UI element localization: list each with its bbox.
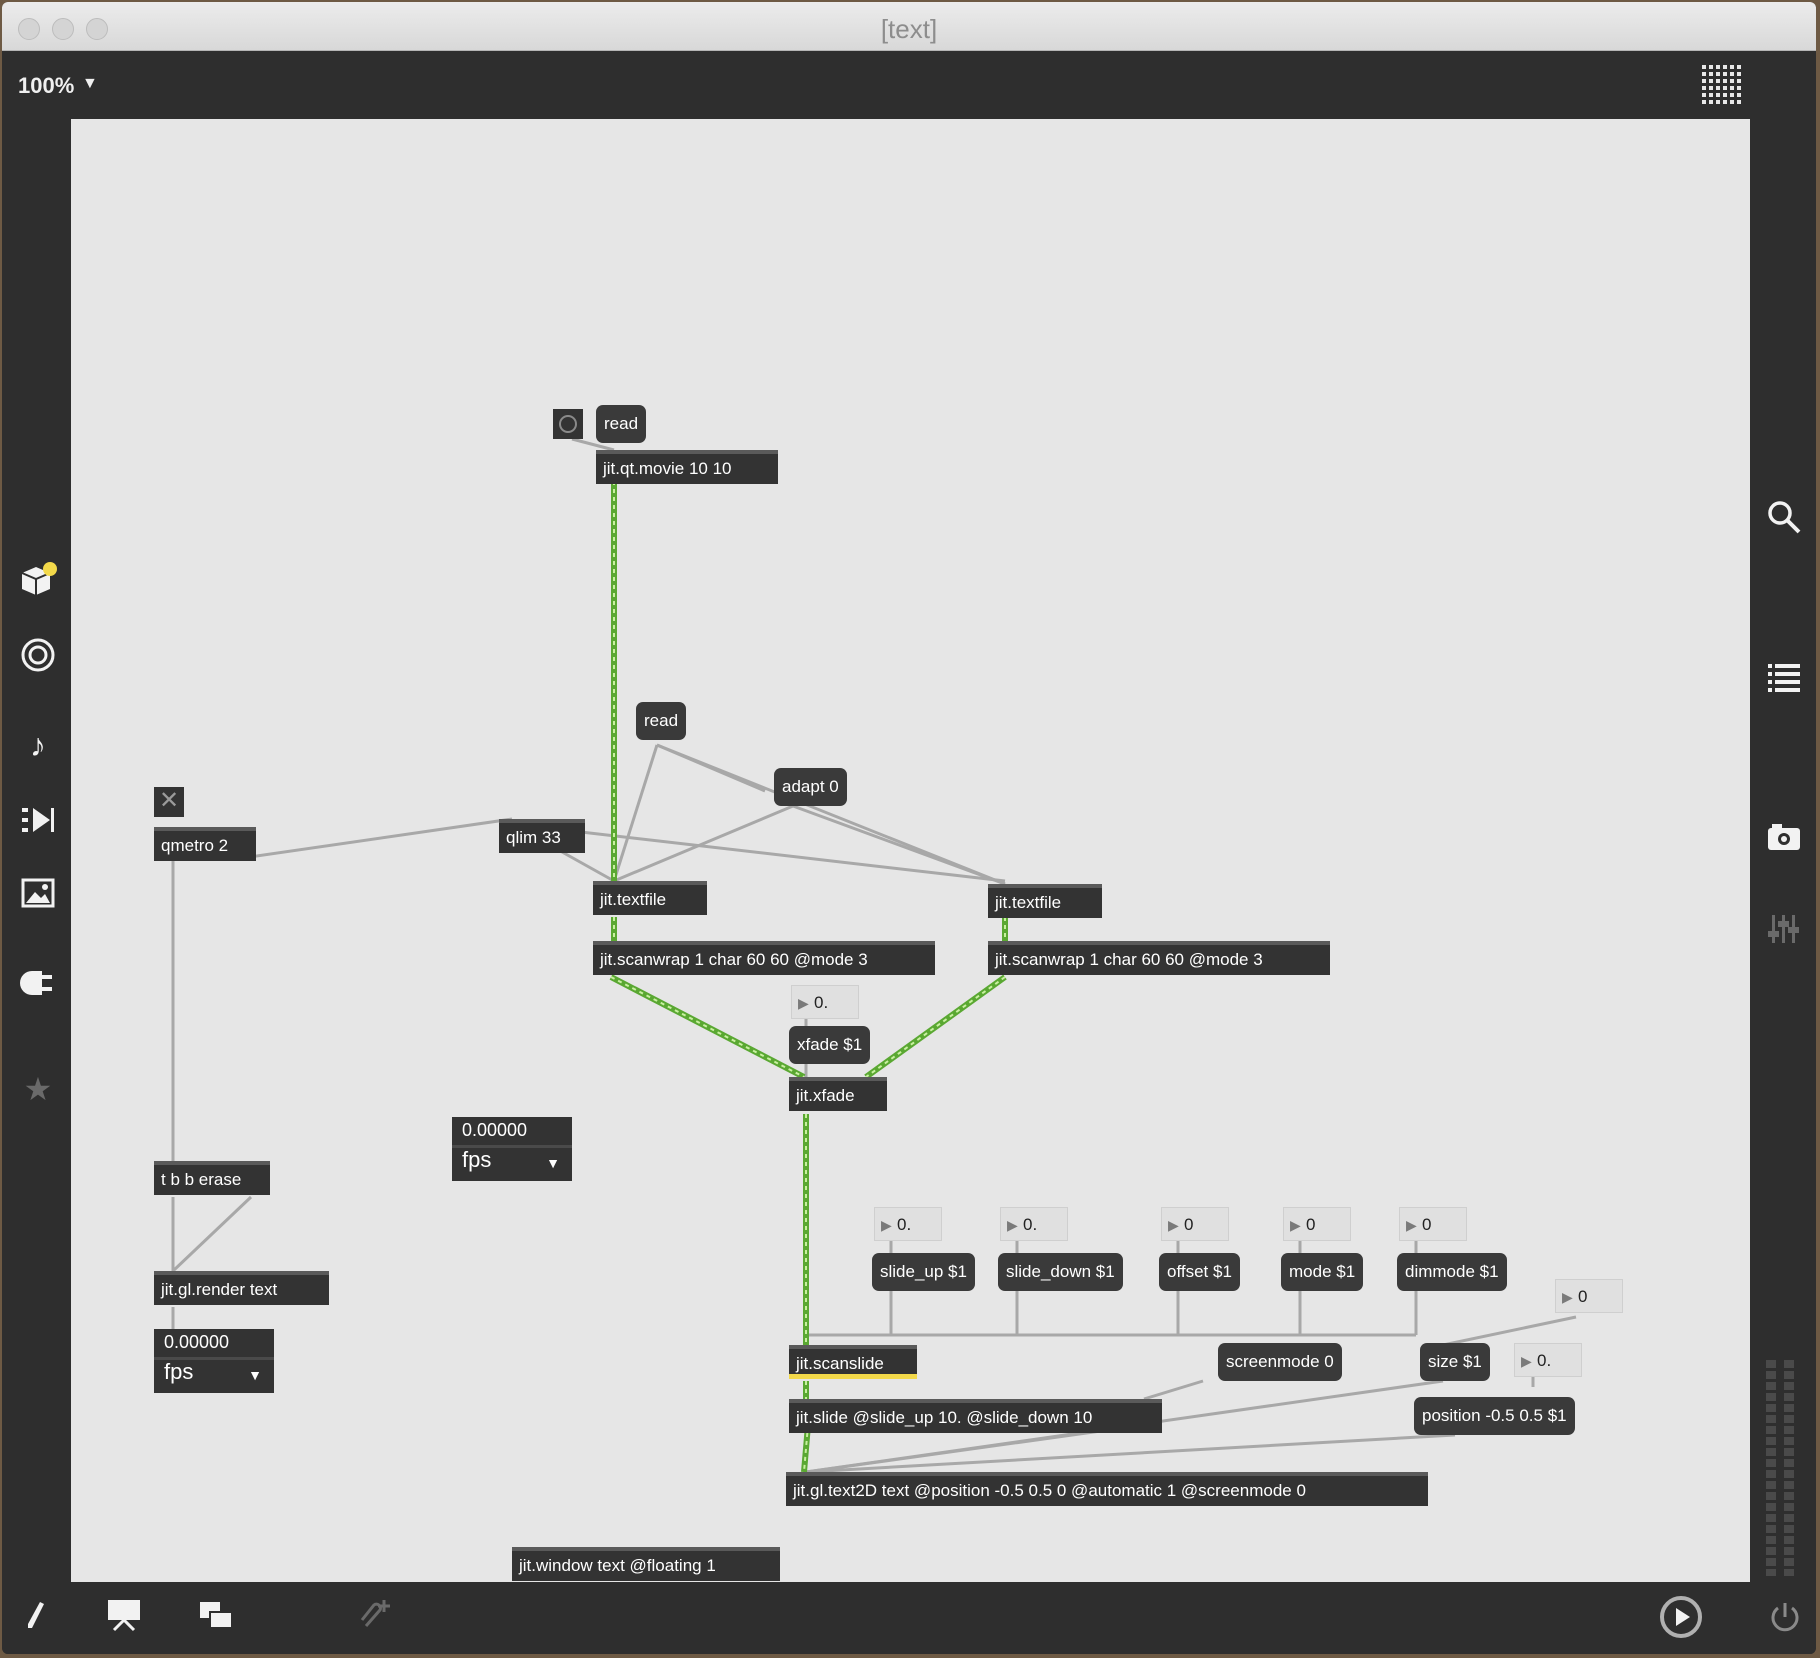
zoom-level[interactable]: 100% xyxy=(18,73,75,98)
dimmode-number-box[interactable]: ▶0 xyxy=(1399,1207,1467,1241)
number-arrow-icon: ▶ xyxy=(1406,1217,1417,1233)
cube-icon[interactable] xyxy=(8,558,68,604)
top-toolbar: 100% ▼ xyxy=(2,51,1816,119)
fps-separator xyxy=(154,1357,274,1360)
jit-scanslide-object[interactable]: jit.scanslide xyxy=(789,1345,917,1379)
number-value: 0. xyxy=(814,993,829,1012)
music-note-icon[interactable]: ♪ xyxy=(30,726,46,763)
dropdown-arrow-icon[interactable]: ▼ xyxy=(546,1155,560,1171)
video-clip-icon[interactable] xyxy=(8,797,68,843)
image-icon[interactable] xyxy=(8,870,68,916)
zoom-dropdown-icon[interactable]: ▼ xyxy=(82,75,98,92)
grid-toggle-icon[interactable] xyxy=(1702,65,1744,107)
dropdown-arrow-icon[interactable]: ▼ xyxy=(248,1367,262,1383)
qlim-object[interactable]: qlim 33 xyxy=(499,819,585,853)
number-arrow-icon: ▶ xyxy=(1007,1217,1018,1233)
number-value: 0. xyxy=(897,1215,912,1234)
size-message[interactable]: size $1 xyxy=(1420,1343,1490,1381)
number-value: 0 xyxy=(1306,1215,1316,1234)
slide-down-number-box[interactable]: ▶ 0. xyxy=(1000,1207,1068,1241)
star-icon[interactable]: ★ xyxy=(23,1071,53,1107)
offset-message[interactable]: offset $1 xyxy=(1159,1253,1240,1291)
camera-icon[interactable] xyxy=(1754,814,1814,860)
xfade-message[interactable]: xfade $1 xyxy=(789,1026,871,1064)
size-number-box[interactable]: ▶0 xyxy=(1555,1279,1623,1313)
search-icon[interactable] xyxy=(1754,494,1814,540)
number-arrow-icon: ▶ xyxy=(1562,1289,1573,1305)
number-arrow-icon: ▶ xyxy=(1290,1217,1301,1233)
jit-gl-text2d-object[interactable]: jit.gl.text2D text @position -0.5 0.5 0 … xyxy=(786,1472,1428,1506)
minimize-window-button[interactable] xyxy=(52,18,74,40)
trigger-object[interactable]: t b b erase xyxy=(154,1161,270,1195)
window-title: [text] xyxy=(880,14,938,44)
level-meter-right xyxy=(1784,1360,1794,1576)
mode-message[interactable]: mode $1 xyxy=(1281,1253,1364,1291)
patcher-canvas[interactable]: read jit.qt.movie 10 10 read adapt 0 ✕ q… xyxy=(71,119,1750,1582)
fps-value: 0.00000 xyxy=(462,1120,528,1140)
read-message-mid[interactable]: read xyxy=(636,702,687,740)
position-message[interactable]: position -0.5 0.5 $1 xyxy=(1414,1397,1575,1435)
target-icon[interactable] xyxy=(8,632,68,678)
offset-number-box[interactable]: ▶0 xyxy=(1161,1207,1229,1241)
windows-icon[interactable] xyxy=(198,1598,234,1640)
edit-pencil-icon[interactable] xyxy=(24,1600,48,1638)
number-value: 0 xyxy=(1184,1215,1194,1234)
jit-scanwrap-object-right[interactable]: jit.scanwrap 1 char 60 60 @mode 3 xyxy=(988,941,1330,975)
number-arrow-icon: ▶ xyxy=(881,1217,892,1233)
presentation-icon[interactable] xyxy=(106,1598,142,1640)
zoom-window-button[interactable] xyxy=(86,18,108,40)
bottom-toolbar xyxy=(2,1582,1816,1654)
number-arrow-icon: ▶ xyxy=(798,995,809,1011)
read-message-top[interactable]: read xyxy=(596,405,647,443)
plug-icon[interactable] xyxy=(8,960,68,1006)
number-arrow-icon: ▶ xyxy=(1168,1217,1179,1233)
jit-textfile-object-left[interactable]: jit.textfile xyxy=(593,881,707,915)
title-bar[interactable]: [text] xyxy=(2,2,1816,51)
jit-window-object[interactable]: jit.window text @floating 1 xyxy=(512,1547,780,1581)
position-number-box[interactable]: ▶ 0. xyxy=(1514,1343,1582,1377)
fps-meter-2[interactable]: 0.00000 fps ▼ xyxy=(154,1329,274,1393)
slide-down-message[interactable]: slide_down $1 xyxy=(998,1253,1123,1291)
fps-meter-1[interactable]: 0.00000 fps ▼ xyxy=(452,1117,572,1181)
slide-up-number-box[interactable]: ▶ 0. xyxy=(874,1207,942,1241)
jit-gl-render-object[interactable]: jit.gl.render text xyxy=(154,1271,329,1305)
screenmode-message[interactable]: screenmode 0 xyxy=(1218,1343,1342,1381)
number-value: 0. xyxy=(1023,1215,1038,1234)
level-meter-left xyxy=(1766,1360,1776,1576)
jit-scanwrap-object-left[interactable]: jit.scanwrap 1 char 60 60 @mode 3 xyxy=(593,941,935,975)
qmetro-object[interactable]: qmetro 2 xyxy=(154,827,256,861)
mixer-icon[interactable] xyxy=(1754,906,1814,952)
xfade-number-box[interactable]: ▶ 0. xyxy=(791,985,859,1019)
adapt-message[interactable]: adapt 0 xyxy=(774,768,847,806)
number-value: 0. xyxy=(1537,1351,1552,1370)
bang-button[interactable] xyxy=(553,409,583,439)
close-window-button[interactable] xyxy=(18,18,40,40)
jit-qt-movie-object[interactable]: jit.qt.movie 10 10 xyxy=(596,450,778,484)
number-arrow-icon: ▶ xyxy=(1521,1353,1532,1369)
metro-toggle[interactable]: ✕ xyxy=(154,787,184,817)
number-value: 0 xyxy=(1422,1215,1432,1234)
fps-unit: fps xyxy=(462,1147,492,1172)
paperclip-add-icon[interactable] xyxy=(358,1598,394,1640)
mode-number-box[interactable]: ▶0 xyxy=(1283,1207,1351,1241)
matrix-cords xyxy=(609,481,1008,1473)
power-icon[interactable] xyxy=(1768,1600,1802,1642)
dimmode-message[interactable]: dimmode $1 xyxy=(1397,1253,1507,1291)
slide-up-message[interactable]: slide_up $1 xyxy=(872,1253,975,1291)
fps-value: 0.00000 xyxy=(164,1332,230,1352)
jit-textfile-object-right[interactable]: jit.textfile xyxy=(988,884,1102,918)
fps-unit: fps xyxy=(164,1359,194,1384)
jit-slide-object[interactable]: jit.slide @slide_up 10. @slide_down 10 xyxy=(789,1399,1162,1433)
fps-separator xyxy=(452,1145,572,1148)
number-value: 0 xyxy=(1578,1287,1588,1306)
list-icon[interactable] xyxy=(1754,654,1814,700)
play-icon[interactable] xyxy=(1658,1594,1704,1648)
jit-xfade-object[interactable]: jit.xfade xyxy=(789,1077,887,1111)
